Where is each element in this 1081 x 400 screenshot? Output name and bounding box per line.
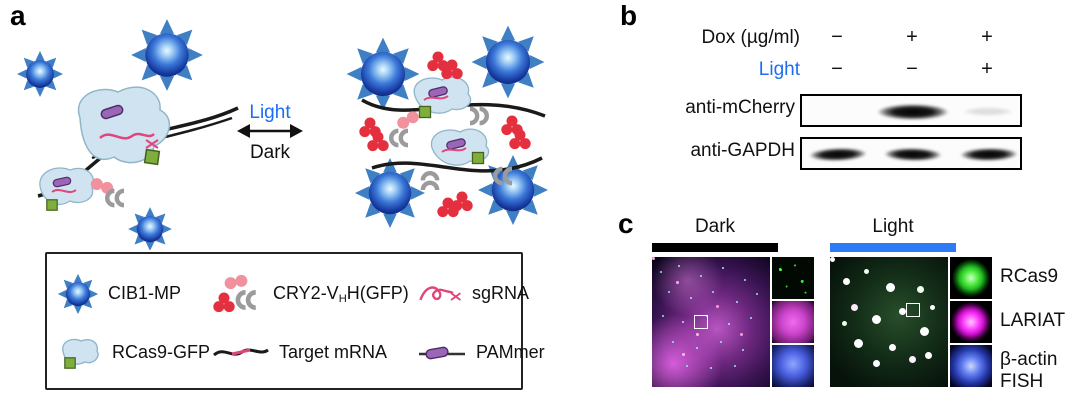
gapdh-band-lane2 (883, 147, 943, 162)
dark-inset-column (772, 257, 814, 387)
dox-lane3-sign: + (981, 26, 993, 48)
gfp-nanobody-hooks (107, 191, 124, 205)
cib1-mp-sphere (17, 51, 63, 97)
light-inset-column (950, 257, 992, 387)
arrowhead-right (290, 124, 303, 138)
dark-lariat-inset (772, 301, 814, 343)
light-lane2-sign: − (906, 58, 918, 80)
light-condition-bar (830, 243, 956, 252)
panel-c-letter: c (618, 208, 634, 239)
cry2-pink-pair (395, 109, 421, 131)
mcherry-band-lane2 (877, 104, 949, 120)
gfp-nanobody-hooks (391, 131, 408, 145)
cib1-mp-sphere (128, 207, 172, 250)
gfp-tag-square (418, 105, 432, 119)
light-lariat-inset (950, 301, 992, 343)
legend-label-rcas9-gfp: RCas9-GFP (112, 342, 211, 362)
cib1-mp-sphere (346, 37, 420, 111)
light-arrow-label: Light (249, 102, 291, 123)
legend-row-1: CIB1-MP CRY2-VHH(GFP) sgRNA (57, 272, 529, 316)
legend-item-cib1-mp: CIB1-MP (57, 273, 212, 315)
dox-lane2-sign: + (906, 26, 918, 48)
sgrna-icon (419, 285, 461, 301)
light-row-label: Light (758, 59, 800, 80)
dark-merged-micrograph (652, 257, 770, 387)
granule-dots (830, 257, 835, 262)
cib1-mp-icon (57, 273, 99, 314)
panel-b-letter: b (620, 0, 638, 31)
legend-item-rcas9-gfp: RCas9-GFP (57, 335, 212, 371)
cry2-trefoil (451, 191, 473, 212)
cry2-vhh-gfp-icon (213, 273, 264, 312)
light-dark-transition: Light Dark (237, 102, 303, 163)
channel-label-lariat: LARIAT (1000, 310, 1066, 331)
target-mrna-icon (212, 347, 269, 356)
channel-label-rcas9: RCas9 (1000, 266, 1059, 287)
gapdh-band-lane1 (808, 146, 868, 163)
dark-condition-bar (652, 243, 778, 252)
gapdh-blot (800, 137, 1022, 170)
sgrna-scissors (145, 139, 159, 149)
gapdh-band-lane3 (959, 147, 1019, 162)
gfp-tag-square (46, 199, 58, 211)
pammer-icon (419, 345, 465, 360)
cib1-mp-sphere (131, 19, 203, 91)
mcherry-blot (800, 94, 1022, 127)
legend-item-sgrna: sgRNA (417, 280, 529, 308)
rcas9-gfp-blob (77, 86, 171, 164)
gfp-nanobody-hooks (423, 173, 437, 190)
channel-label-bactin: β-actin (1000, 349, 1058, 370)
sgrna-ribbon (51, 189, 77, 193)
light-roi-box (906, 303, 920, 317)
dark-condition-caption: Dark (694, 216, 736, 237)
clustered-state-group (346, 25, 548, 228)
light-fish-inset (950, 345, 992, 387)
light-lane3-sign: + (981, 58, 993, 80)
light-merged-micrograph (830, 257, 948, 387)
dark-arrow-label: Dark (250, 142, 291, 163)
pink-speckles (652, 257, 655, 260)
dark-roi-box (694, 315, 708, 329)
optogenetic-scheme-diagram: Light Dark (17, 19, 548, 250)
arrowhead-left (237, 124, 250, 138)
legend-label-cry2-vhh-gfp: CRY2-VHH(GFP) (273, 282, 409, 305)
dark-rcas9-inset (772, 257, 814, 299)
target-mrna-strand (371, 156, 543, 173)
legend-label-target-mrna: Target mRNA (279, 342, 388, 362)
anti-mcherry-label: anti-mCherry (685, 97, 795, 118)
light-rcas9-inset (950, 257, 992, 299)
gfp-nanobody-hooks (470, 109, 487, 123)
sgrna-ribbon (99, 132, 155, 140)
dox-lane1-sign: − (831, 26, 843, 48)
light-lane1-sign: − (831, 58, 843, 80)
legend-row-2: RCas9-GFP Target mRNA PAMmer (57, 335, 545, 371)
cry2-trefoil (427, 51, 449, 72)
gfp-tag-square (471, 151, 485, 165)
rcas9-gfp-blob (39, 167, 95, 206)
cib1-mp-sphere (471, 25, 545, 99)
legend-label-cib1-mp: CIB1-MP (108, 283, 182, 303)
light-condition-caption: Light (872, 216, 914, 237)
sgrna-ribbon (441, 147, 467, 153)
gfp-tag-square (143, 148, 161, 166)
anti-gapdh-label: anti-GAPDH (690, 140, 795, 161)
legend-item-cry2-vhh-gfp: CRY2-VHH(GFP) (212, 272, 417, 316)
legend-label-pammer: PAMmer (476, 342, 545, 362)
dark-fish-inset (772, 345, 814, 387)
cib1-mp-sphere (478, 155, 548, 225)
mcherry-band-lane3-faint (962, 107, 1014, 116)
sgrna-ribbon (423, 95, 449, 101)
cib1-mp-sphere (355, 158, 425, 228)
dispersed-state-group (17, 19, 239, 250)
dox-row-label: Dox (µg/ml) (701, 27, 800, 48)
legend-box: CIB1-MP CRY2-VHH(GFP) sgRNA (45, 252, 545, 390)
channel-label-fish: FISH (1000, 371, 1044, 392)
legend-item-target-mrna: Target mRNA (212, 342, 417, 364)
panel-a-letter: a (10, 0, 26, 31)
rcas9-gfp-icon (62, 338, 99, 369)
legend-label-sgrna: sgRNA (472, 283, 530, 303)
legend-item-pammer: PAMmer (417, 342, 545, 364)
